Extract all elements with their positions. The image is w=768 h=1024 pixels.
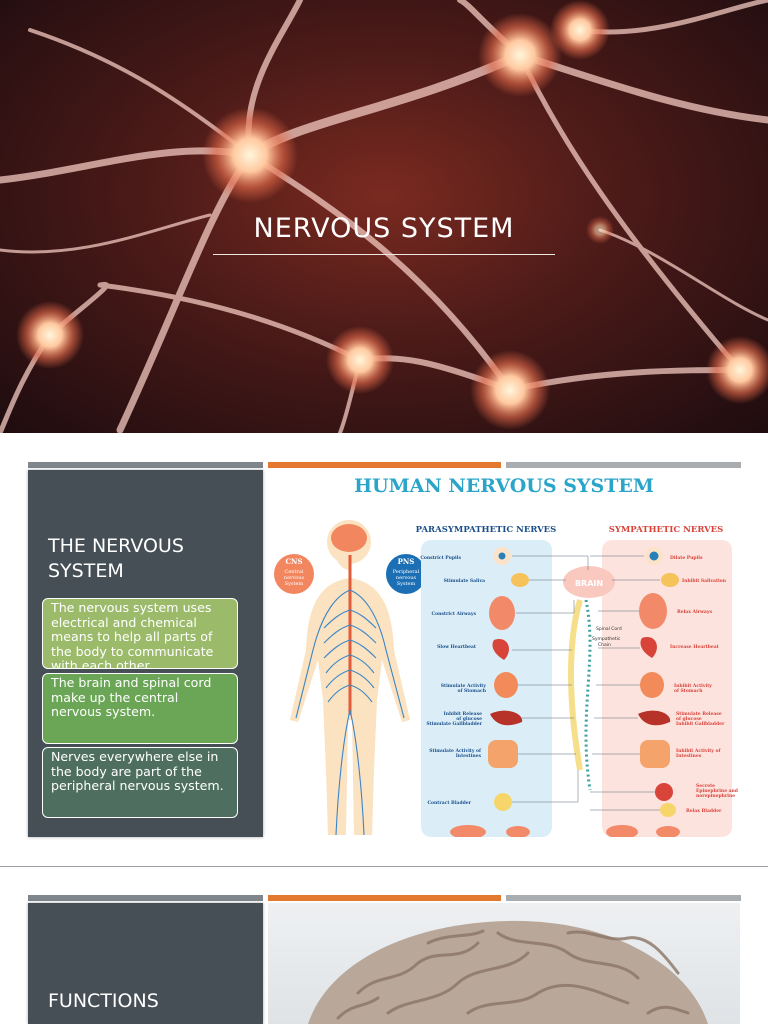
accent-bar-right [506,895,741,901]
presentation-title: NERVOUS SYSTEM [253,213,515,244]
info-box-1: The nervous system uses electrical and c… [42,598,238,669]
brain-photo [268,903,740,1024]
brain-shape [563,566,615,598]
symp-label: Stimulate Release [676,711,722,717]
slide-divider [0,866,768,867]
spinal-cord-label: Spinal Cord [596,626,622,632]
para-label: Stimulate Activity [441,683,487,689]
cns-badge-title: CNS [285,557,302,566]
symp-label: Secrete [696,783,715,789]
nerve-connector-lines [512,555,660,811]
symp-label: Epinephrine and [696,788,739,794]
sympathetic-list: Dilate Pupils Inhibit Salivation Relax A… [606,547,739,837]
symp-label: of glucose [676,716,702,722]
eye-icon [498,552,506,560]
infographic-drawing: HUMAN NERVOUS SYSTEM [274,475,739,837]
lungs-icon [639,593,667,629]
parasympathetic-list: Constrict Pupils Stimulate Saliva Constr… [420,547,530,837]
pns-badge-line: nervous [396,575,417,581]
salivary-gland-icon [511,573,529,587]
symp-label: Relax Airways [677,609,712,615]
bladder-icon [494,793,512,811]
para-label: Constrict Airways [432,611,477,617]
brain-label: BRAIN [575,579,603,588]
symp-label: Increase Heartbeat [670,644,720,650]
slide-heading: THE NERVOUS SYSTEM [48,535,184,582]
symp-label: Inhibit Salivation [682,578,727,584]
accent-bar-left [28,462,263,468]
symp-label: norepinephrine [696,793,735,799]
accent-bar-orange [268,895,501,901]
nervous-system-infographic: HUMAN NERVOUS SYSTEM [268,470,740,837]
para-label: of Stomach [457,688,486,694]
pns-badge-line: System [397,581,416,587]
intestines-icon [640,740,670,768]
reproductive-organ-icon [450,825,486,837]
sympathetic-chain-label: Sympathetic [592,636,621,642]
lungs-icon [489,596,515,630]
liver-icon [638,710,671,726]
intestines-icon [488,740,518,768]
sympathetic-panel [602,540,732,837]
para-label: Stimulate Gallbladder [426,721,482,727]
accent-bar-right [506,462,741,468]
para-label: Constrict Pupils [420,555,461,561]
infographic-title: HUMAN NERVOUS SYSTEM [354,475,654,497]
cns-badge-line: Central [285,569,304,575]
symp-label: Intestines [676,753,702,759]
pns-badge-line: Peripheral [393,569,420,575]
human-body-figure [290,520,410,836]
para-label: of glucose [456,716,482,722]
symp-label: Inhibit Activity [674,683,712,689]
reproductive-organ-icon [606,825,638,837]
heart-icon [492,639,509,660]
cns-badge [274,554,314,594]
reproductive-organ-icon [656,826,680,837]
slide-heading: FUNCTIONS [48,990,159,1012]
para-label: Stimulate Activity of [429,748,482,754]
symp-label: Relax Bladder [686,808,722,814]
parasympathetic-panel [421,540,552,837]
reproductive-organ-icon [506,826,530,837]
cns-badge-line: System [285,581,304,587]
accent-bar-left [28,895,263,901]
symp-label: of Stomach [674,688,703,694]
info-box-2: The brain and spinal cord make up the ce… [42,673,238,744]
pns-badge [386,554,426,594]
para-label: Contract Bladder [427,800,471,806]
para-label: Intestines [456,753,482,759]
symp-label: Inhibit Gallbladder [676,721,725,727]
liver-icon [490,710,523,726]
accent-bar-orange [268,462,501,468]
adrenal-gland-icon [655,783,673,801]
cns-badge-line: nervous [284,575,305,581]
salivary-gland-icon [661,573,679,587]
stomach-icon [640,672,664,698]
eye-icon [649,551,659,561]
heart-icon [640,637,657,658]
parasympathetic-header: PARASYMPATHETIC NERVES [416,525,557,535]
para-label: Slow Heartbeat [437,644,477,650]
spinal-cord-shape [568,599,583,771]
info-box-3: Nerves everywhere else in the body are p… [42,747,238,818]
brain-image [308,920,708,1024]
title-slide: NERVOUS SYSTEM [0,0,768,433]
slide-sidebar [28,903,263,1024]
stomach-icon [494,672,518,698]
para-label: Inhibit Release [444,711,482,717]
pns-badge-title: PNS [398,557,415,566]
title-underline [213,254,555,255]
sympathetic-header: SYMPATHETIC NERVES [609,525,724,535]
symp-label: Inhibit Activity of [676,748,721,754]
sympathetic-chain-shape [584,599,592,791]
symp-label: Dilate Pupils [670,555,703,561]
bladder-icon [660,803,676,817]
neuron-background-image [0,0,768,433]
sympathetic-chain-label: Chain [598,642,611,648]
para-label: Stimulate Saliva [444,578,485,584]
